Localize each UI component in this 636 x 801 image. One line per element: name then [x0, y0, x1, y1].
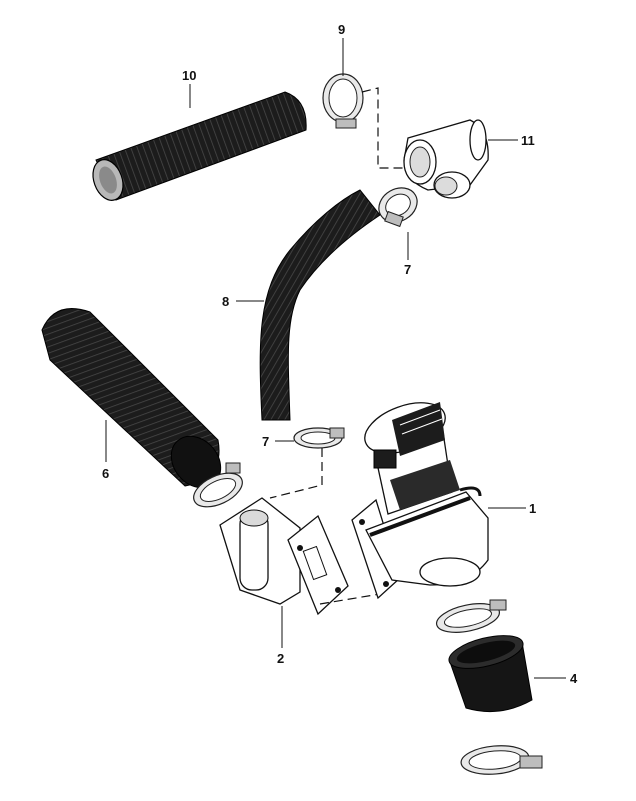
callout-11: 11 [521, 133, 535, 148]
callout-7-lower: 7 [262, 434, 269, 449]
callout-4: 4 [570, 671, 578, 686]
hose-part-6 [41, 308, 222, 489]
clamp-part-9 [322, 73, 364, 129]
callout-8: 8 [222, 294, 229, 309]
callout-1: 1 [529, 501, 536, 516]
clamp-hose-6-end [193, 462, 243, 508]
clamp-part-7-lower [293, 427, 345, 449]
connector-part-11 [403, 119, 489, 199]
adapter-part-2 [219, 497, 349, 616]
clamp-bottom [460, 745, 543, 775]
assembly-dash-9-11 [361, 87, 404, 169]
clamp-part-7-upper [378, 187, 418, 228]
callout-2: 2 [277, 651, 284, 666]
callout-9: 9 [338, 22, 345, 37]
clamp-below-motor [435, 599, 507, 633]
blower-motor-part-1 [351, 402, 489, 600]
rubber-sleeve-part-4 [448, 635, 533, 713]
assembly-dash-2-1 [319, 593, 381, 605]
callout-7-upper: 7 [404, 262, 411, 277]
callout-6: 6 [102, 466, 109, 481]
callout-10: 10 [182, 68, 196, 83]
leader-lines [105, 38, 566, 679]
hose-part-8 [259, 189, 381, 421]
assembly-dash-7-2 [269, 448, 323, 499]
hose-part-10 [92, 91, 307, 201]
